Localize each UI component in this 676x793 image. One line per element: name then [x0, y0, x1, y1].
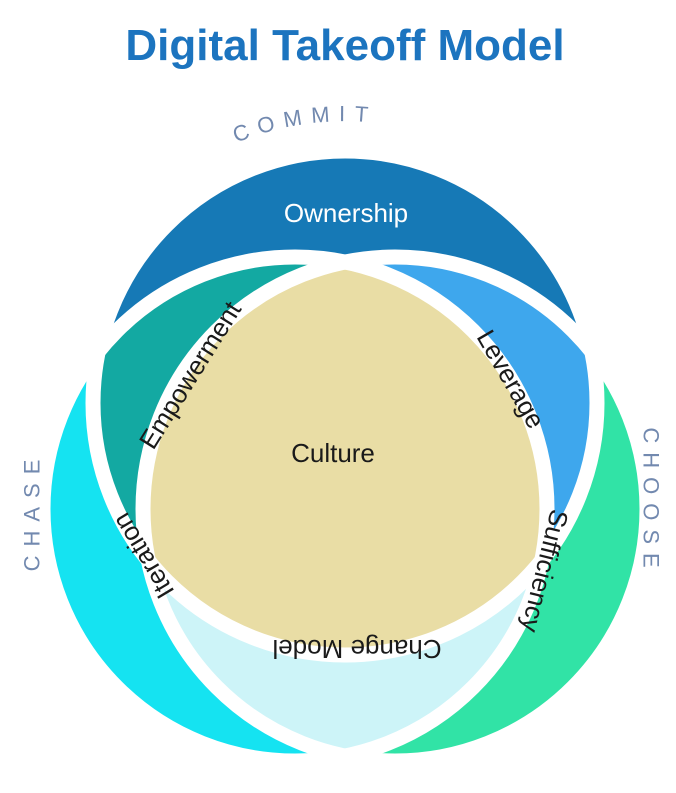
- separator-ownership-outline: [85, 143, 605, 663]
- separator-sufficiency-outline: [135, 249, 655, 769]
- choose-side-label: CHOOSE: [638, 427, 663, 576]
- chase-side-label: CHASE: [20, 451, 45, 572]
- commit-arc-label: COMMIT: [229, 101, 378, 147]
- ownership-label: Ownership: [284, 198, 408, 228]
- page-title: Digital Takeoff Model: [125, 21, 564, 70]
- culture-label: Culture: [291, 438, 375, 468]
- commit-arc-text: COMMIT: [229, 101, 369, 147]
- change-model-label: Change Model: [272, 634, 441, 664]
- separator-iteration-outline: [35, 249, 555, 769]
